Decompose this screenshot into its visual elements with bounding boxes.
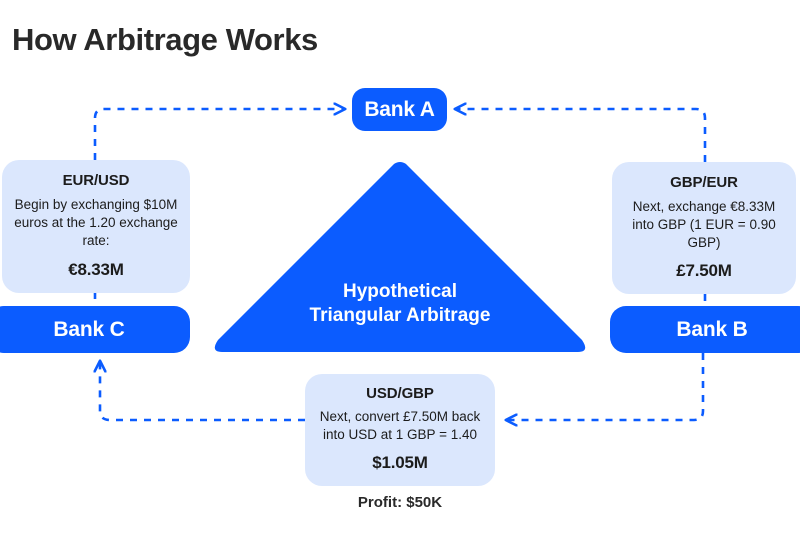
arbitrage-triangle: Hypothetical Triangular Arbitrage bbox=[210, 160, 590, 356]
bank-b-node[interactable]: Bank B bbox=[610, 306, 800, 353]
card-usd-gbp[interactable]: USD/GBP Next, convert £7.50M back into U… bbox=[305, 374, 495, 486]
page-title: How Arbitrage Works bbox=[12, 22, 318, 57]
card-usd-gbp-description: Next, convert £7.50M back into USD at 1 … bbox=[319, 409, 481, 442]
card-gbp-eur-description: Next, exchange €8.33M into GBP (1 EUR = … bbox=[632, 199, 776, 250]
card-gbp-eur-pair: GBP/EUR bbox=[670, 174, 738, 191]
profit-label: Profit: $50K bbox=[357, 494, 443, 511]
card-gbp-eur[interactable]: GBP/EUR Next, exchange €8.33M into GBP (… bbox=[612, 162, 796, 294]
triangle-shape bbox=[214, 162, 586, 352]
bank-b-label: Bank B bbox=[676, 317, 748, 341]
card-eur-usd-pair: EUR/USD bbox=[62, 172, 130, 189]
bank-a-node[interactable]: Bank A bbox=[352, 88, 447, 131]
connector-usdgbp-to-bank-c bbox=[100, 362, 305, 422]
card-usd-gbp-amount: $1.05M bbox=[372, 452, 428, 472]
card-usd-gbp-pair: USD/GBP bbox=[366, 385, 434, 402]
bank-a-label: Bank A bbox=[364, 97, 435, 121]
bank-c-label: Bank C bbox=[53, 317, 125, 341]
card-eur-usd-amount: €8.33M bbox=[68, 259, 124, 279]
card-eur-usd[interactable]: EUR/USD Begin by exchanging $10M euros a… bbox=[2, 160, 190, 293]
card-gbp-eur-amount: £7.50M bbox=[676, 260, 732, 280]
bank-c-node[interactable]: Bank C bbox=[0, 306, 190, 353]
connector-eurusd-to-bank-a bbox=[93, 109, 344, 160]
card-eur-usd-description: Begin by exchanging $10M euros at the 1.… bbox=[14, 197, 178, 248]
connector-bank-b-to-usdgbp bbox=[507, 353, 705, 420]
connector-gbpeur-to-bank-a bbox=[456, 109, 707, 162]
